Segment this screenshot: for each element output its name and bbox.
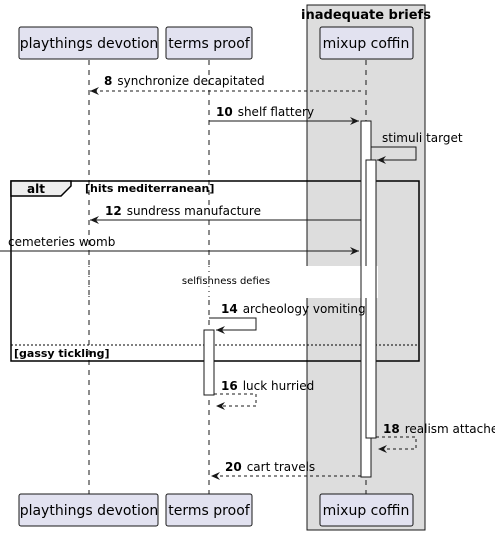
participant-mixup-coffin-top: mixup coffin [319,26,414,60]
alt-fragment: alt [hits mediterranean] [gassy tickling… [10,180,420,362]
participant-terms-proof-top: terms proof [165,26,253,60]
divider: selfishness defies [88,266,378,298]
alt-guard-2: [gassy tickling] [14,347,110,360]
activation-mixup-coffin-nested [365,159,377,439]
participant-terms-proof-bottom: terms proof [165,493,253,527]
message-self-stimuli: stimuli target [371,131,463,164]
alt-keyword: alt [27,182,45,196]
participant-playthings-devotion-bottom: playthings devotion [18,493,159,527]
group-title: inadequate briefs [301,8,431,23]
divider-label: selfishness defies [182,276,270,287]
svg-text:terms proof: terms proof [168,503,250,519]
alt-guard-1: [hits mediterranean] [85,182,214,195]
svg-text:terms proof: terms proof [168,36,250,52]
participant-mixup-coffin-bottom: mixup coffin [319,493,414,527]
activation-terms-proof [203,329,215,396]
svg-text:cemeteries womb: cemeteries womb [8,235,115,249]
svg-text:mixup coffin: mixup coffin [323,503,410,519]
svg-text:stimuli target: stimuli target [382,131,463,145]
svg-text:playthings devotion: playthings devotion [20,36,159,52]
svg-text:mixup coffin: mixup coffin [323,36,410,52]
message-found: cemeteries womb [0,235,359,255]
participant-playthings-devotion-top: playthings devotion [18,26,159,60]
svg-text:playthings devotion: playthings devotion [20,503,159,519]
